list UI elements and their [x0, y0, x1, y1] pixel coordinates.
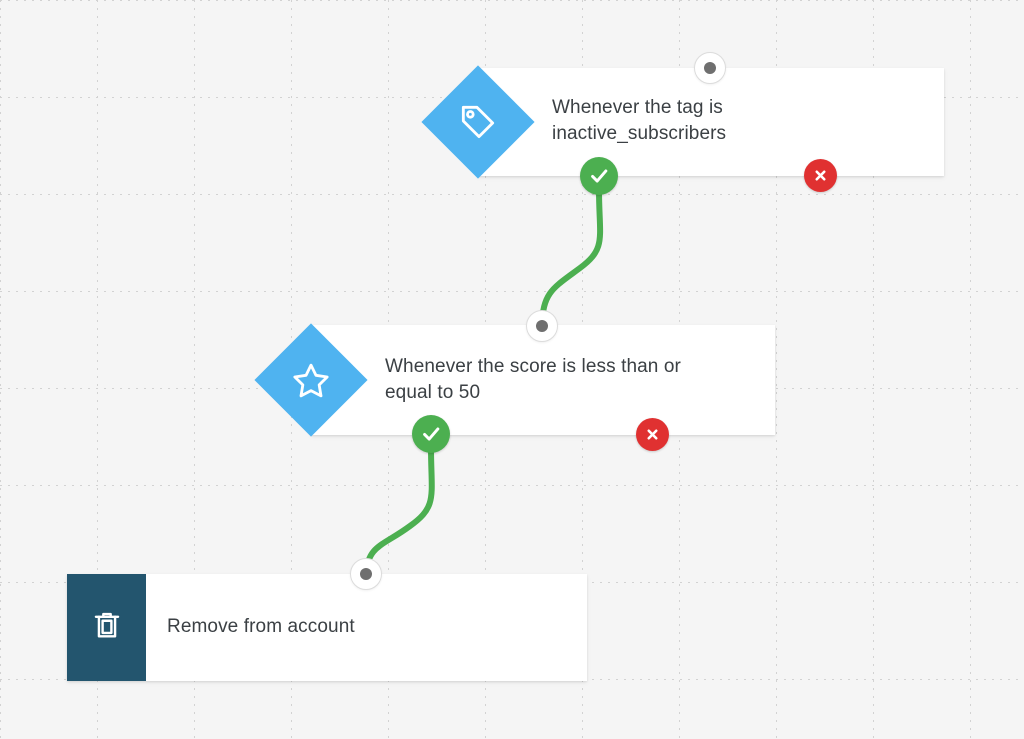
trash-icon — [90, 608, 124, 647]
tag-icon — [458, 102, 498, 142]
connector-score-to-remove — [363, 445, 435, 577]
close-icon — [815, 170, 826, 181]
trigger-score-label: Whenever the score is less than or equal… — [385, 356, 681, 403]
check-icon — [423, 427, 440, 441]
trigger-score-input-port[interactable] — [526, 310, 558, 342]
connector-tag-to-score — [539, 187, 604, 328]
action-remove-label: Remove from account — [167, 616, 355, 637]
action-remove-badge[interactable] — [67, 574, 146, 681]
star-icon — [291, 360, 331, 400]
check-icon — [591, 169, 608, 183]
action-remove-input-port[interactable] — [350, 558, 382, 590]
trigger-score-no-port[interactable] — [636, 418, 669, 451]
close-icon — [647, 429, 658, 440]
trigger-tag-yes-port[interactable] — [580, 157, 618, 195]
trigger-tag-no-port[interactable] — [804, 159, 837, 192]
trigger-tag-input-port[interactable] — [694, 52, 726, 84]
trigger-tag-label: Whenever the tag is inactive_subscribers — [552, 97, 727, 144]
trigger-score-yes-port[interactable] — [412, 415, 450, 453]
